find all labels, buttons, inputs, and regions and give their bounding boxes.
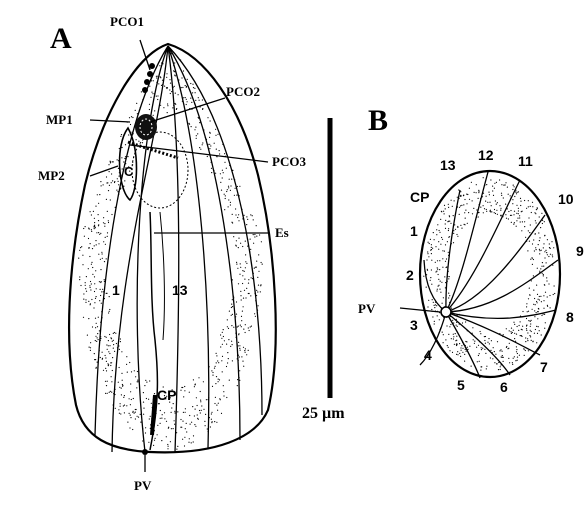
- pv-marker-b: [441, 307, 451, 317]
- kinety-number-b-2: 2: [406, 267, 414, 283]
- kinety-number-b-4: 4: [424, 347, 432, 363]
- panel-a: A C: [38, 14, 306, 493]
- kinety-number-b-7: 7: [540, 359, 548, 375]
- kinety-number-b-13: 13: [440, 157, 456, 173]
- kinety-number-b-10: 10: [558, 191, 574, 207]
- label-mp2: MP2: [38, 168, 65, 183]
- label-pco1: PCO1: [110, 14, 144, 29]
- label-pco2: PCO2: [226, 84, 260, 99]
- kinety-number-b-8: 8: [566, 309, 574, 325]
- label-cp-a: CP: [157, 387, 176, 403]
- kinety-number-b-12: 12: [478, 147, 494, 163]
- kinety-number-b-3: 3: [410, 317, 418, 333]
- label-mp1: MP1: [46, 112, 73, 127]
- label-pv-a: PV: [134, 478, 152, 493]
- scale-bar: 25 µm: [302, 118, 345, 422]
- pv-marker-a: [142, 449, 148, 455]
- label-pco3: PCO3: [272, 154, 306, 169]
- label-kinety-1-a: 1: [112, 282, 120, 298]
- label-kinety-13-a: 13: [172, 282, 188, 298]
- scale-bar-label: 25 µm: [302, 405, 345, 422]
- kinety-number-b-1: 1: [410, 223, 418, 239]
- kinety-number-b-11: 11: [518, 153, 533, 169]
- panel-b-letter: B: [368, 104, 388, 137]
- panel-a-letter: A: [50, 22, 72, 55]
- label-cp-b: CP: [410, 189, 429, 205]
- kinety-number-b-6: 6: [500, 379, 508, 395]
- kinety-number-b-5: 5: [457, 377, 465, 393]
- label-pv-b: PV: [358, 301, 376, 316]
- svg-text:C: C: [124, 164, 134, 179]
- pco2-cluster: [135, 114, 157, 140]
- label-es: Es: [275, 225, 289, 240]
- kinety-number-b-9: 9: [576, 243, 584, 259]
